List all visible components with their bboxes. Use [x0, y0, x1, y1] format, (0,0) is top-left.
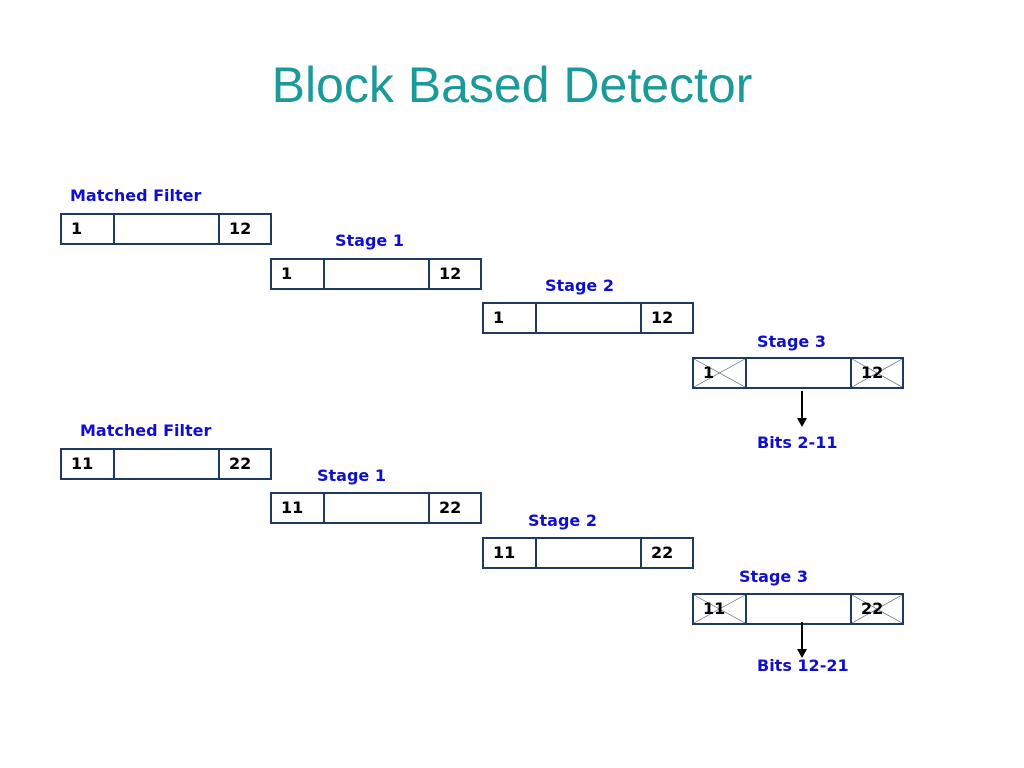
block-last-cell: 12 — [439, 264, 462, 283]
crossed-out-cell-icon — [694, 359, 745, 387]
block-last-cell-crossed: 22 — [852, 595, 902, 623]
block-middle-cell — [537, 539, 642, 567]
bits-output-label: Bits 2-11 — [757, 433, 838, 452]
block-first-cell: 11 — [272, 494, 325, 522]
block-first-cell: 1 — [484, 304, 537, 332]
matched-filter-block: 11 22 — [60, 448, 272, 480]
block-middle-cell — [747, 595, 852, 623]
crossed-out-cell-icon — [694, 595, 745, 623]
arrow-down-icon — [797, 391, 807, 427]
matched-filter-label: Matched Filter — [80, 421, 212, 440]
block-middle-cell — [115, 215, 220, 243]
block-first-cell-crossed: 11 — [694, 595, 747, 623]
crossed-out-cell-icon — [852, 595, 902, 623]
block-middle-cell — [747, 359, 852, 387]
stage-2-label: Stage 2 — [545, 276, 614, 295]
block-middle-cell — [325, 260, 430, 288]
stage-3-block: 1 12 — [692, 357, 904, 389]
block-first-cell: 1 — [272, 260, 325, 288]
stage-2-block: 11 22 — [482, 537, 694, 569]
block-middle-cell — [115, 450, 220, 478]
stage-1-block: 11 22 — [270, 492, 482, 524]
stage-2-label: Stage 2 — [528, 511, 597, 530]
block-middle-cell — [537, 304, 642, 332]
block-last-cell-crossed: 12 — [852, 359, 902, 387]
block-last-cell: 22 — [651, 543, 674, 562]
stage-3-label: Stage 3 — [739, 567, 808, 586]
crossed-out-cell-icon — [852, 359, 902, 387]
matched-filter-block: 1 12 — [60, 213, 272, 245]
stage-3-block: 11 22 — [692, 593, 904, 625]
stage-2-block: 1 12 — [482, 302, 694, 334]
block-last-cell: 12 — [229, 219, 252, 238]
slide-title: Block Based Detector — [271, 57, 753, 113]
arrow-down-icon — [797, 622, 807, 658]
block-first-cell: 11 — [484, 539, 537, 567]
stage-1-label: Stage 1 — [335, 231, 404, 250]
block-first-cell: 1 — [62, 215, 115, 243]
block-first-cell: 11 — [62, 450, 115, 478]
block-last-cell: 12 — [651, 308, 674, 327]
stage-1-label: Stage 1 — [317, 466, 386, 485]
block-last-cell: 22 — [439, 498, 462, 517]
matched-filter-label: Matched Filter — [70, 186, 202, 205]
bits-output-label: Bits 12-21 — [757, 656, 849, 675]
stage-1-block: 1 12 — [270, 258, 482, 290]
block-middle-cell — [325, 494, 430, 522]
block-first-cell-crossed: 1 — [694, 359, 747, 387]
block-last-cell: 22 — [229, 454, 252, 473]
stage-3-label: Stage 3 — [757, 332, 826, 351]
